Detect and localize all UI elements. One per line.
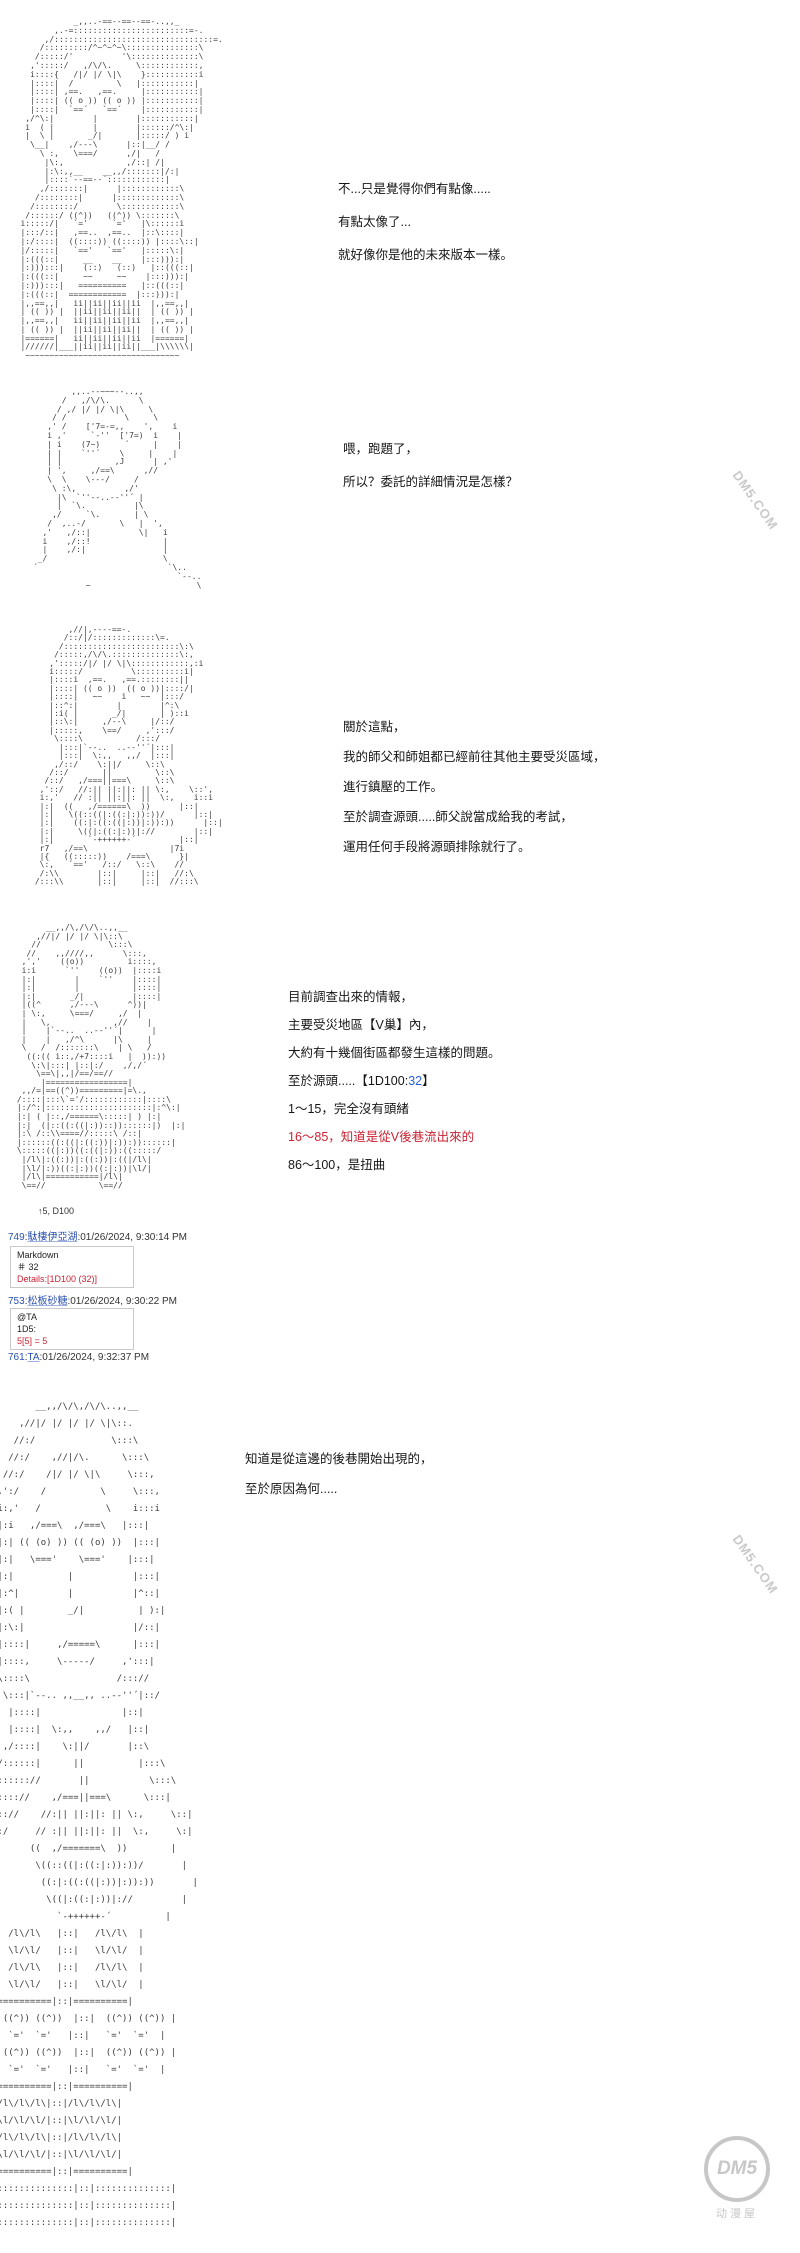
dice-roll-suffix: 】 <box>422 1074 435 1088</box>
dialogue-line: 喂，跑題了， <box>343 442 419 456</box>
dice-note: ↑5, D100 <box>38 1206 75 1216</box>
post-timestamp: 01/26/2024, 9:30:14 PM <box>80 1232 187 1243</box>
watermark-diagonal: DM5.COM <box>729 1532 782 1597</box>
ascii-art-panel-2: ,,..--~~~--..,, / ,/\/\. \ / ,/ |/ |/ \|… <box>32 387 202 590</box>
dice-result-line: Details:[1D100 (32)] <box>17 1274 98 1284</box>
dice-range-line: 1～15，完全沒有頭緒 <box>288 1102 409 1116</box>
ascii-art-panel-1: _,,..-==--==--==-..,,_ ,.-=:::::::::::::… <box>20 17 223 361</box>
separator: : <box>67 1296 71 1307</box>
dialogue-line: 有點太像了... <box>338 215 411 229</box>
separator: : <box>77 1232 81 1243</box>
dice-roll-value: 32 <box>408 1074 423 1088</box>
post-number-link[interactable]: 749 <box>8 1232 25 1243</box>
dialogue-line: 所以？委託的詳細情況是怎樣？ <box>343 475 519 489</box>
dialogue-block-1: 不...只是覺得你們有點像..... 有點太像了... 就好像你是他的未來版本一… <box>338 178 513 277</box>
post-author-link[interactable]: 駄棲伊亞湖 <box>27 1232 78 1243</box>
post-number-link[interactable]: 753 <box>8 1296 25 1307</box>
separator: : <box>24 1352 28 1363</box>
dice-detail-box: @TA 1D5: 5[5] = 5 <box>10 1308 134 1350</box>
dialogue-line: 就好像你是他的未來版本一樣。 <box>338 248 514 262</box>
post-timestamp: 01/26/2024, 9:30:22 PM <box>70 1296 177 1307</box>
dialogue-block-4: 目前調查出來的情報， 主要受災地區【V巢】內， 大約有十幾個街區都發生這樣的問題… <box>288 986 501 1182</box>
watermark-logo: DM5 动漫屋 <box>697 2136 777 2221</box>
dice-box-line: Markdown <box>17 1250 59 1260</box>
dialogue-block-2: 喂，跑題了， 所以？委託的詳細情況是怎樣？ <box>343 438 518 504</box>
dialogue-line: 關於這點， <box>343 720 406 734</box>
dialogue-line: 知道是從這邊的後巷開始出現的， <box>245 1452 433 1466</box>
dialogue-line: 主要受災地區【V巢】內， <box>288 1018 434 1032</box>
post-number-link[interactable]: 761 <box>8 1352 25 1363</box>
ascii-art-panel-3: ,//|,----==-. /::/|/:::::::::::::\=. /::… <box>34 625 223 887</box>
ascii-art-panel-4: __,,/\,/\/\..,,__ ,//|/ |/ |/ \|\::\ // … <box>16 923 186 1190</box>
dialogue-line: 我的師父和師姐都已經前往其他主要受災區域， <box>343 750 606 764</box>
dice-detail-box: Markdown ＃ 32 Details:[1D100 (32)] <box>10 1246 134 1288</box>
dialogue-line: 目前調查出來的情報， <box>288 990 414 1004</box>
dice-range-line-hit: 16～85，知道是從V後巷流出來的 <box>288 1130 475 1144</box>
dialogue-line: 至於原因為何..... <box>245 1482 338 1496</box>
post-author-link[interactable]: TA <box>27 1352 40 1363</box>
dice-result-line: 5[5] = 5 <box>17 1336 48 1346</box>
watermark-logo-circle: DM5 <box>704 2136 770 2202</box>
dice-box-line: ＃ 32 <box>17 1262 39 1272</box>
dice-box-line: 1D5: <box>17 1324 37 1334</box>
dialogue-line: 不...只是覺得你們有點像..... <box>338 182 491 196</box>
dialogue-line: 進行鎮壓的工作。 <box>343 780 444 794</box>
ascii-art-panel-5: __,,/\/\,/\/\..,,__ ,//|/ |/ |/ |/ \|\::… <box>0 1402 198 2228</box>
dialogue-line: 至於調查源頭.....師父說當成給我的考試， <box>343 810 573 824</box>
separator: : <box>24 1232 28 1243</box>
post-timestamp: 01/26/2024, 9:32:37 PM <box>42 1352 150 1363</box>
dialogue-block-3: 關於這點， 我的師父和師姐都已經前往其他主要受災區域， 進行鎮壓的工作。 至於調… <box>343 716 606 866</box>
post-header-761: 761:TA:01/26/2024, 9:32:37 PM <box>8 1352 149 1363</box>
separator: : <box>24 1296 28 1307</box>
dice-box-line: @TA <box>17 1312 37 1322</box>
dice-roll-line: 至於源頭.....【1D100:32】 <box>288 1070 501 1089</box>
separator: : <box>39 1352 43 1363</box>
dialogue-block-5: 知道是從這邊的後巷開始出現的， 至於原因為何..... <box>245 1448 433 1508</box>
post-header-749: 749:駄棲伊亞湖:01/26/2024, 9:30:14 PM <box>8 1228 187 1243</box>
post-header-753: 753:松板砂糖:01/26/2024, 9:30:22 PM <box>8 1292 177 1307</box>
dice-roll-prefix: 至於源頭.....【1D100: <box>288 1074 409 1088</box>
dialogue-line: 大約有十幾個街區都發生這樣的問題。 <box>288 1046 501 1060</box>
post-author-link[interactable]: 松板砂糖 <box>27 1296 68 1307</box>
watermark-diagonal: DM5.COM <box>729 468 782 533</box>
dice-range-line: 86～100，是扭曲 <box>288 1158 386 1172</box>
dialogue-line: 運用任何手段將源頭排除就行了。 <box>343 840 531 854</box>
watermark-logo-caption: 动漫屋 <box>716 2208 758 2220</box>
